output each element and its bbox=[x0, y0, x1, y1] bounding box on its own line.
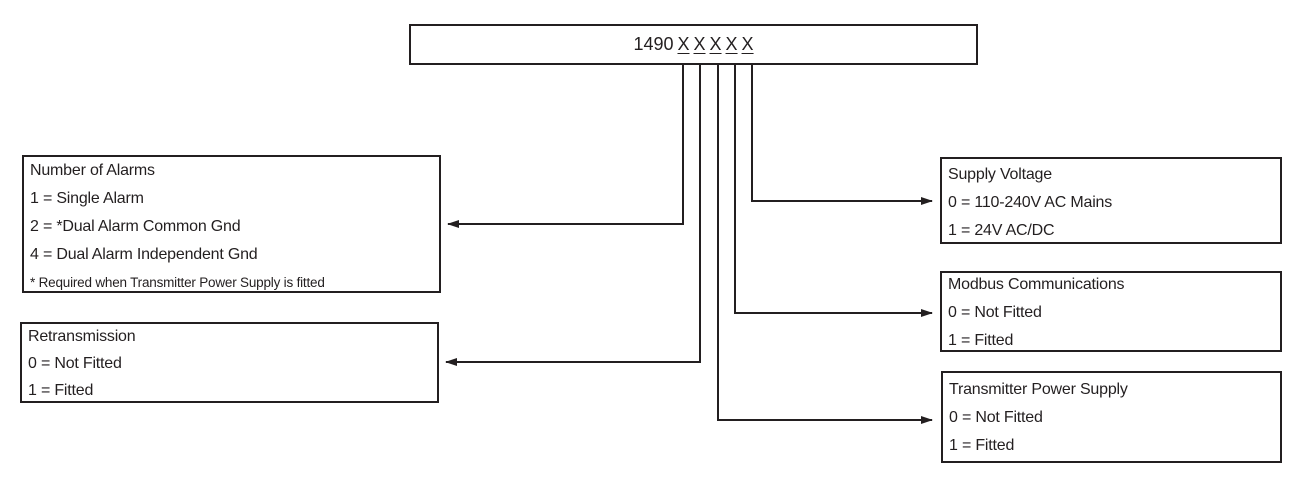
option: 1 = Fitted bbox=[28, 382, 94, 399]
code-digit: X bbox=[725, 34, 738, 54]
model-prefix: 1490 bbox=[633, 34, 674, 54]
connector-supply bbox=[751, 64, 933, 205]
box-title: Number of Alarms bbox=[30, 162, 155, 179]
connector-alarms bbox=[447, 64, 684, 228]
connector-retrans bbox=[445, 64, 701, 366]
option: 0 = Not Fitted bbox=[28, 355, 122, 372]
option: 0 = 110-240V AC Mains bbox=[948, 194, 1113, 211]
box-title: Modbus Communications bbox=[948, 276, 1125, 293]
modbus-box: Modbus Communications 0 = Not Fitted 1 =… bbox=[940, 271, 1282, 352]
retransmission-box: Retransmission 0 = Not Fitted 1 = Fitted bbox=[20, 322, 439, 403]
box-title: Supply Voltage bbox=[948, 166, 1052, 183]
transmitter-power-supply-box: Transmitter Power Supply 0 = Not Fitted … bbox=[941, 371, 1282, 463]
box-title: Retransmission bbox=[28, 328, 136, 345]
connector-tps bbox=[717, 64, 933, 424]
footnote: * Required when Transmitter Power Supply… bbox=[30, 275, 325, 290]
option: 1 = Fitted bbox=[949, 437, 1015, 454]
option: 2 = *Dual Alarm Common Gnd bbox=[30, 218, 241, 235]
option: 1 = Fitted bbox=[948, 332, 1014, 349]
box-title: Transmitter Power Supply bbox=[949, 381, 1128, 398]
supply-voltage-box: Supply Voltage 0 = 110-240V AC Mains 1 =… bbox=[940, 157, 1282, 244]
connector-modbus bbox=[734, 64, 933, 317]
code-digit: X bbox=[693, 34, 706, 54]
option: 4 = Dual Alarm Independent Gnd bbox=[30, 246, 258, 263]
option: 0 = Not Fitted bbox=[949, 409, 1043, 426]
option: 0 = Not Fitted bbox=[948, 304, 1042, 321]
code-digit: X bbox=[741, 34, 754, 54]
code-digit: X bbox=[677, 34, 690, 54]
code-digit: X bbox=[709, 34, 722, 54]
option: 1 = 24V AC/DC bbox=[948, 222, 1055, 239]
alarms-box: Number of Alarms 1 = Single Alarm 2 = *D… bbox=[22, 155, 441, 293]
option: 1 = Single Alarm bbox=[30, 190, 144, 207]
